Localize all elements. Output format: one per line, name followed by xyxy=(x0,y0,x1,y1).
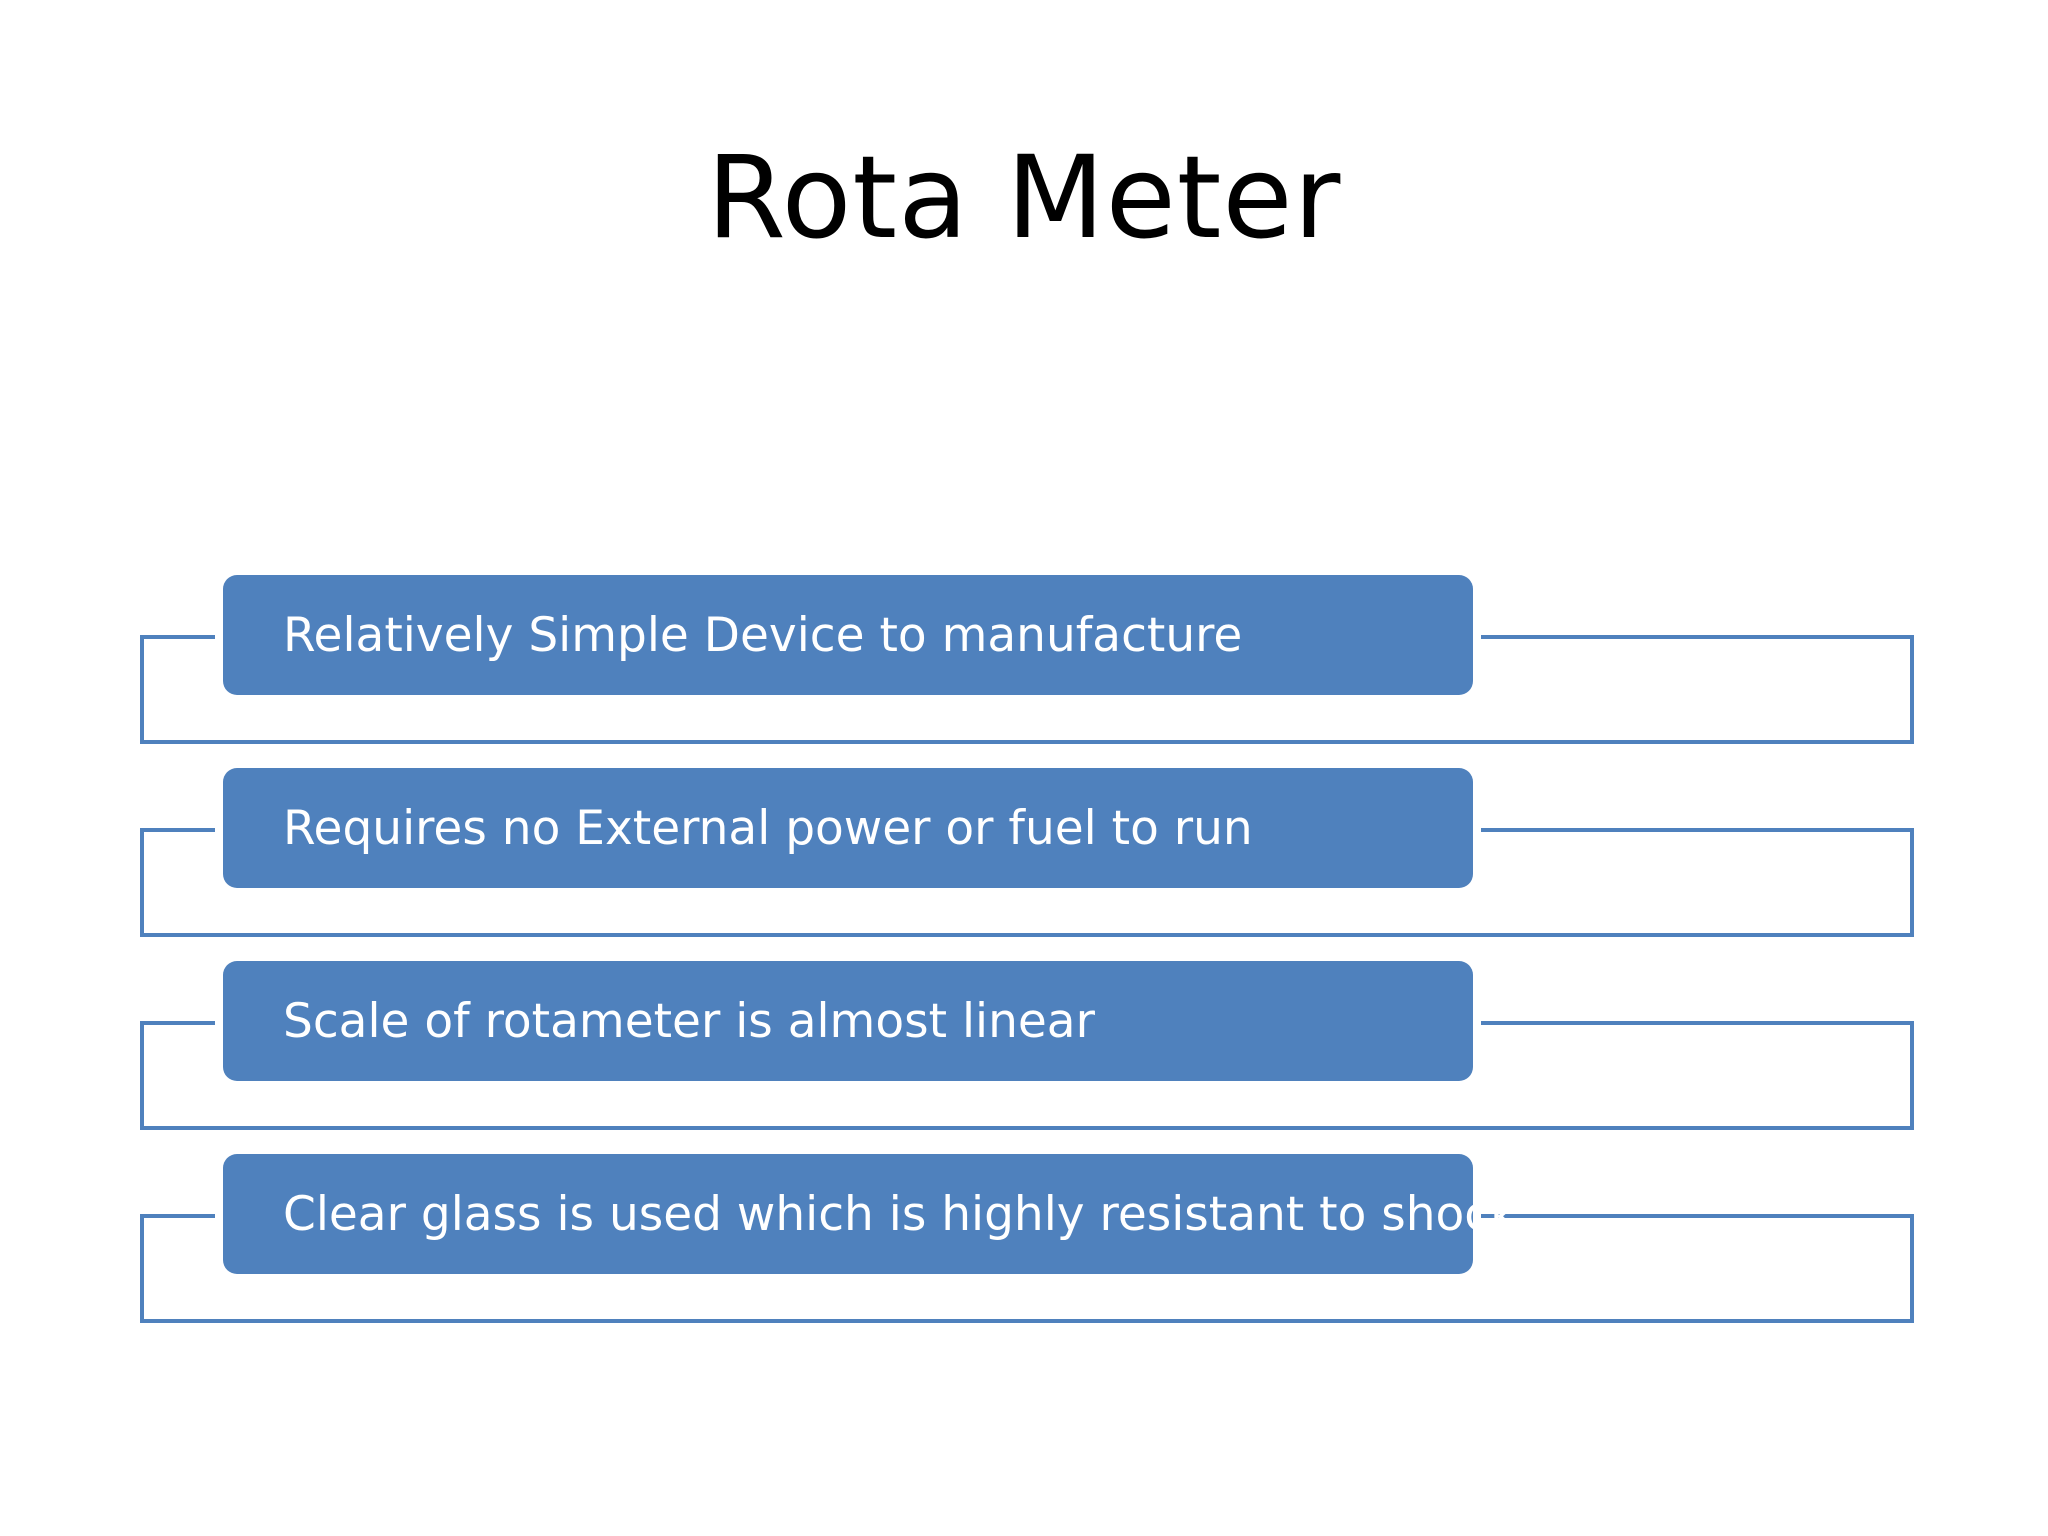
item-label: Clear glass is used which is highly resi… xyxy=(283,1186,1518,1242)
item-label: Requires no External power or fuel to ru… xyxy=(283,800,1253,856)
item-bar: Requires no External power or fuel to ru… xyxy=(223,768,1473,888)
slide-title: Rota Meter xyxy=(706,131,1342,264)
item-label: Scale of rotameter is almost linear xyxy=(283,993,1095,1049)
item-bar: Relatively Simple Device to manufacture xyxy=(223,575,1473,695)
list-item: Relatively Simple Device to manufacture xyxy=(0,575,2048,755)
item-bar: Scale of rotameter is almost linear xyxy=(223,961,1473,1081)
list-item: Clear glass is used which is highly resi… xyxy=(0,1154,2048,1334)
item-label: Relatively Simple Device to manufacture xyxy=(283,607,1243,663)
list-item: Scale of rotameter is almost linear xyxy=(0,961,2048,1141)
list-item: Requires no External power or fuel to ru… xyxy=(0,768,2048,948)
item-bar: Clear glass is used which is highly resi… xyxy=(223,1154,1517,1274)
